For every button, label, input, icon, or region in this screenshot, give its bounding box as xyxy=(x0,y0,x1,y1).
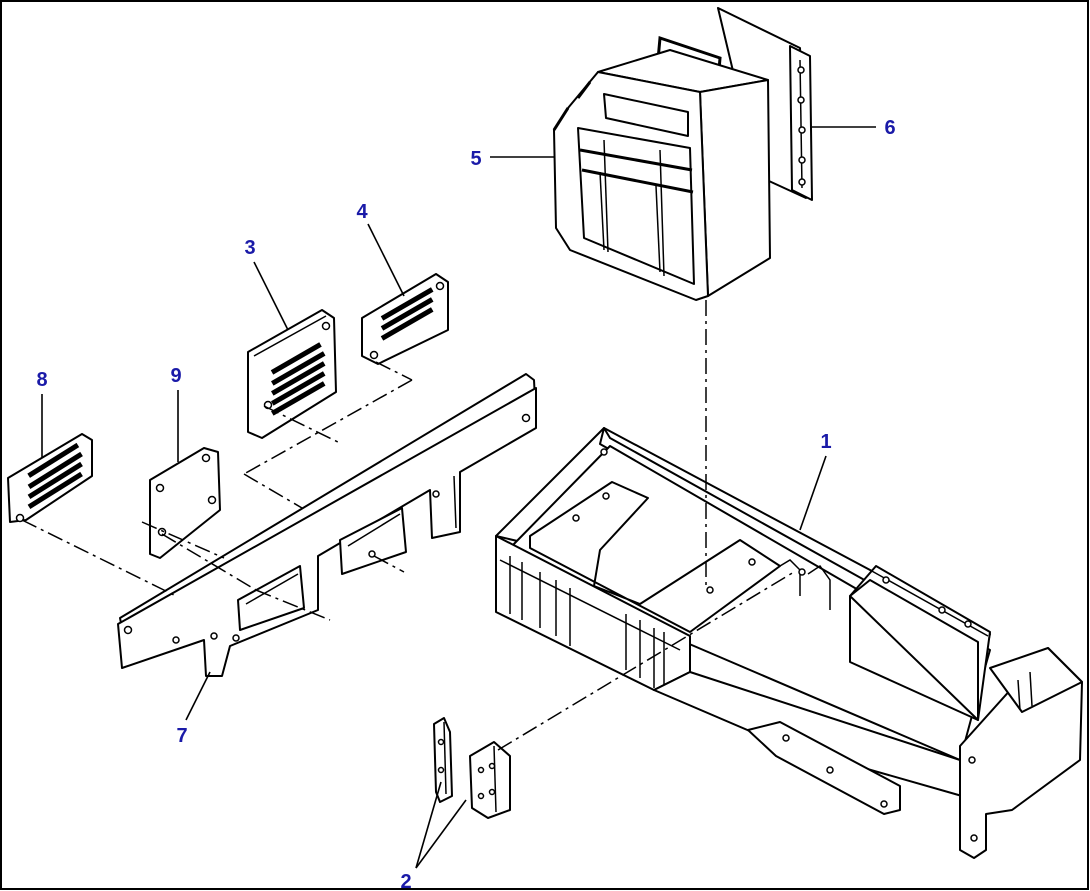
part-2-brackets xyxy=(433,717,511,819)
callout-label: 1 xyxy=(820,431,831,453)
callout-label: 3 xyxy=(244,237,255,259)
callout-5: 5 xyxy=(470,148,554,170)
callout-label: 6 xyxy=(884,117,895,139)
part-8-louver-cover xyxy=(7,433,93,523)
callout-1: 1 xyxy=(799,431,832,531)
part-7-rail xyxy=(117,373,537,677)
callout-label: 9 xyxy=(170,365,181,387)
callout-8: 8 xyxy=(36,369,48,458)
part-4-louver-cover xyxy=(361,273,449,365)
callout-label: 5 xyxy=(470,148,481,170)
callout-9: 9 xyxy=(170,365,182,462)
part-5-housing xyxy=(552,35,771,301)
callout-3: 3 xyxy=(244,237,289,331)
callout-2: 2 xyxy=(400,781,467,891)
part-9-plate xyxy=(149,447,221,559)
part-3-louver-cover xyxy=(247,309,337,439)
callout-label: 2 xyxy=(400,871,411,891)
callout-label: 7 xyxy=(176,725,187,747)
callout-4: 4 xyxy=(356,201,405,297)
callout-6: 6 xyxy=(812,117,896,139)
assembly-lines xyxy=(21,300,795,751)
callout-label: 8 xyxy=(36,369,47,391)
callout-label: 4 xyxy=(356,201,368,223)
callout-7: 7 xyxy=(176,671,211,747)
part-1-frame xyxy=(495,427,1083,859)
